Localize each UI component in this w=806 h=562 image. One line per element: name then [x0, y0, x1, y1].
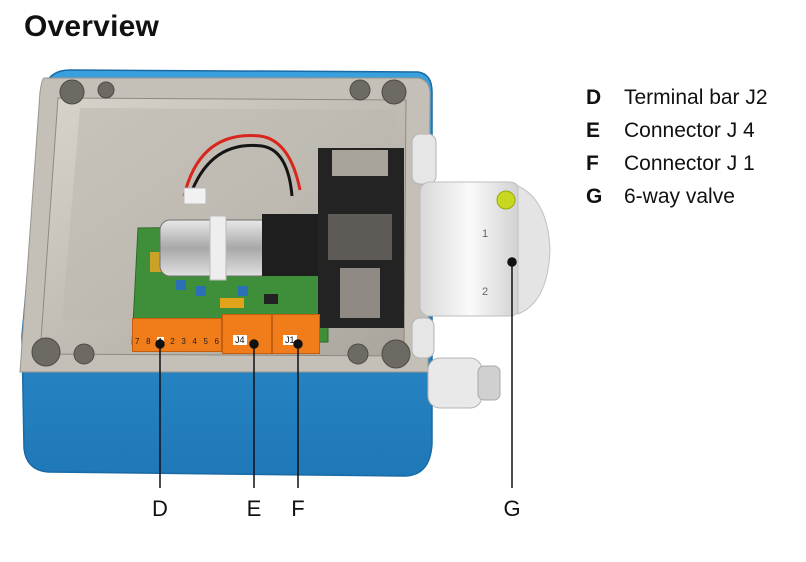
six-way-valve — [419, 181, 551, 317]
legend-key: G — [586, 185, 603, 208]
connector-j1: J1 — [272, 314, 320, 354]
terminal-number: 7 — [135, 337, 140, 346]
callout-d: D — [152, 496, 168, 521]
legend-text: Connector J 4 — [624, 119, 755, 142]
connector-j1-label: J1 — [283, 335, 297, 345]
leader-dot-d — [155, 339, 165, 349]
legend-item-e: E Connector J 4 — [586, 119, 768, 152]
valve-port-2-label: 2 — [482, 286, 489, 298]
callout-f: F — [291, 496, 305, 521]
legend-text: Terminal bar J2 — [624, 86, 768, 109]
terminal-number: 6 — [214, 337, 219, 346]
legend-text: 6-way valve — [624, 185, 735, 208]
terminal-number: 5 — [203, 337, 208, 346]
mounting-bracket — [318, 148, 404, 328]
legend-key: F — [586, 152, 599, 175]
legend-item-g: G 6-way valve — [586, 185, 768, 218]
page-title: Overview — [24, 10, 160, 43]
connector-j4-label: J4 — [233, 335, 247, 345]
legend-item-d: D Terminal bar J2 — [586, 86, 768, 119]
connector-j4: J4 — [222, 314, 272, 354]
red-wire — [182, 134, 302, 197]
legend: D Terminal bar J2 E Connector J 4 F Conn… — [586, 86, 768, 218]
leader-dot-e — [249, 339, 259, 349]
legend-key: D — [586, 86, 602, 109]
motor — [159, 214, 324, 281]
legend-text: Connector J 1 — [624, 152, 755, 175]
terminal-number: 8 — [146, 337, 151, 346]
callout-g: G — [503, 496, 521, 521]
terminal-number: 4 — [192, 337, 197, 346]
callout-e: E — [246, 496, 262, 521]
leader-dot-g — [507, 257, 517, 267]
wire-connector — [183, 187, 207, 205]
terminal-number: 3 — [181, 337, 186, 346]
legend-item-f: F Connector J 1 — [586, 152, 768, 185]
leader-dot-f — [293, 339, 303, 349]
terminal-number: 2 — [170, 337, 175, 346]
black-wire — [188, 143, 294, 197]
legend-key: E — [586, 119, 601, 142]
cable-glands — [411, 133, 501, 409]
corner-screws — [31, 79, 411, 369]
valve-port-1-label: 1 — [482, 228, 489, 240]
